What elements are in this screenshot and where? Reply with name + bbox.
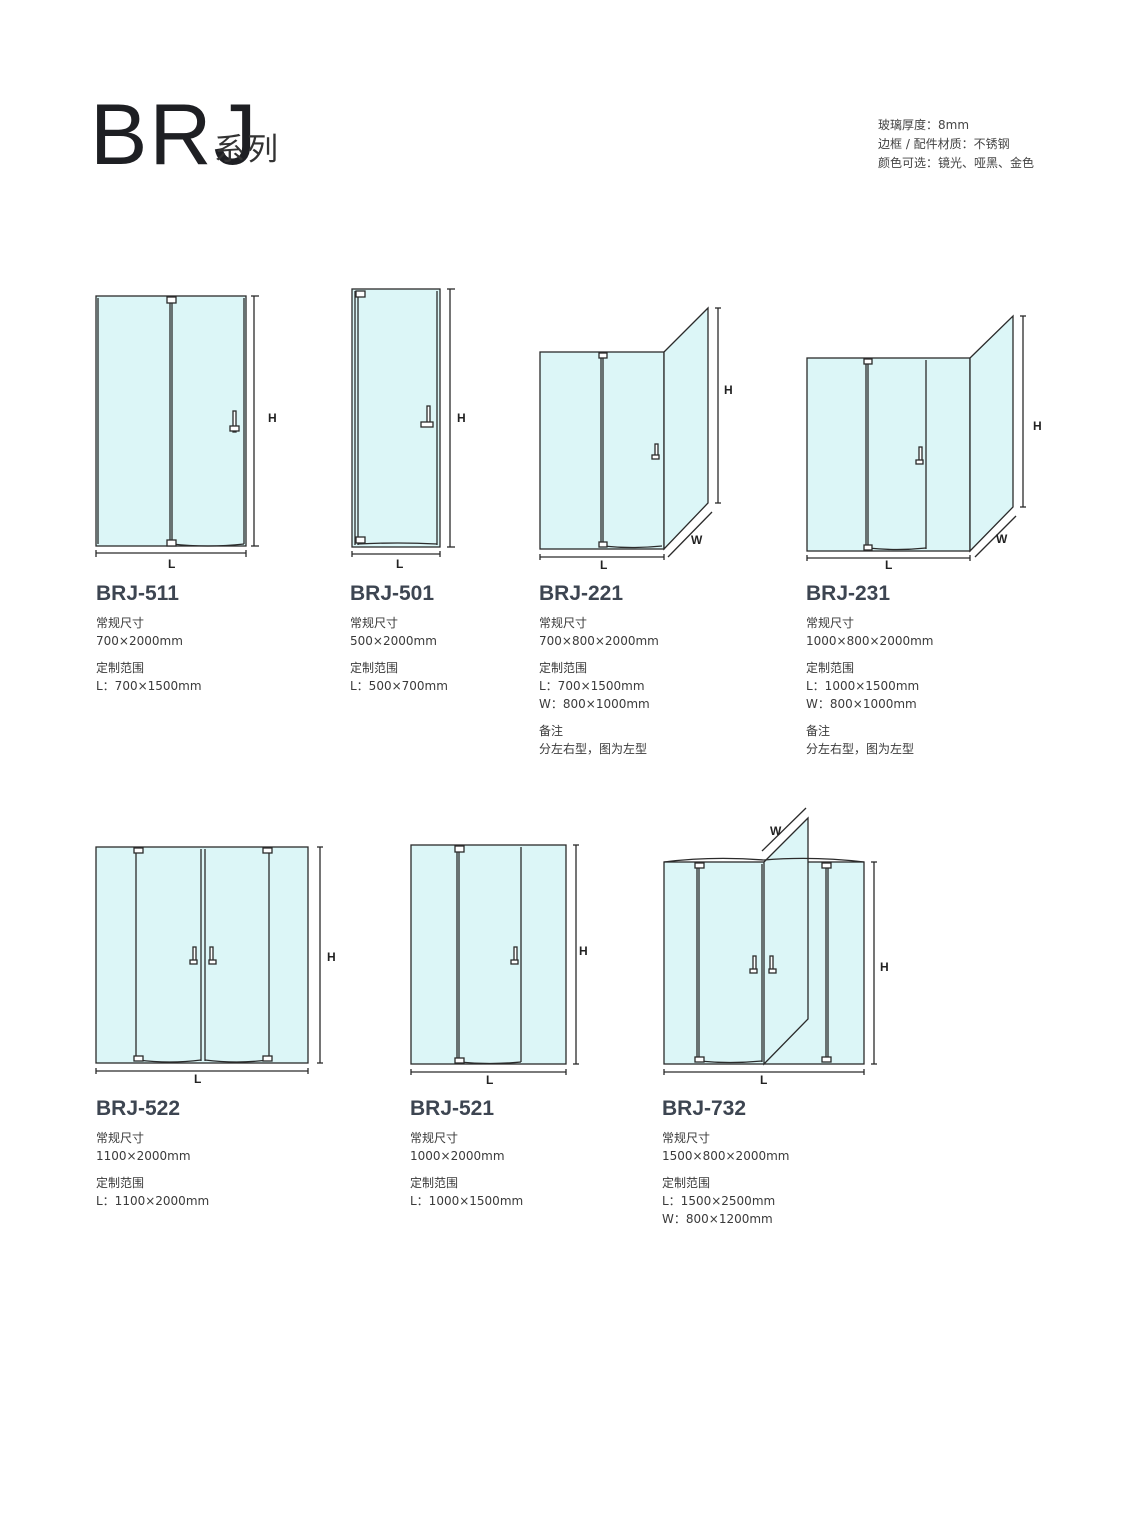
dim-l-231: L — [885, 558, 892, 572]
model-name: BRJ-511 — [96, 582, 179, 605]
standard-size-label: 常规尺寸 — [350, 616, 399, 630]
note-value: 分左右型，图为左型 — [539, 742, 648, 756]
product-brj-732: BRJ-732 常规尺寸 1500×800×2000mm 定制范围 L：1500… — [662, 1097, 892, 1228]
dim-h-511: H — [268, 411, 277, 425]
diagram-brj-511 — [95, 295, 259, 557]
dim-h-221: H — [724, 383, 733, 397]
custom-range-value: L：1000×1500mm — [410, 1194, 524, 1208]
custom-range-l: L：1000×1500mm — [806, 679, 920, 693]
diagram-brj-501 — [351, 288, 455, 557]
product-brj-501: BRJ-501 常规尺寸 500×2000mm 定制范围 L：500×700mm — [350, 582, 580, 695]
dim-h-522: H — [327, 950, 336, 964]
dim-l-522: L — [194, 1072, 201, 1086]
product-brj-522: BRJ-522 常规尺寸 1100×2000mm 定制范围 L：1100×200… — [96, 1097, 326, 1210]
note-value: 分左右型，图为左型 — [806, 742, 915, 756]
diagram-brj-732 — [663, 807, 877, 1075]
product-brj-221: BRJ-221 常规尺寸 700×800×2000mm 定制范围 L：700×1… — [539, 582, 769, 758]
dim-w-221: W — [691, 533, 703, 547]
series-subtitle: 系列 — [214, 132, 280, 168]
standard-size-value: 1500×800×2000mm — [662, 1149, 790, 1163]
dim-l-501: L — [396, 557, 403, 571]
dim-w-231: W — [996, 532, 1008, 546]
standard-size-label: 常规尺寸 — [662, 1131, 711, 1145]
note-label: 备注 — [806, 724, 831, 738]
custom-range-value: L：700×1500mm — [96, 679, 202, 693]
model-name: BRJ-732 — [662, 1097, 747, 1120]
standard-size-value: 1100×2000mm — [96, 1149, 191, 1163]
model-name: BRJ-501 — [350, 582, 435, 605]
model-name: BRJ-221 — [539, 582, 624, 605]
custom-range-w: W：800×1000mm — [539, 697, 650, 711]
spec-color-options: 颜色可选：镜光、哑黑、金色 — [878, 156, 1035, 170]
diagram-brj-521 — [410, 844, 579, 1075]
standard-size-label: 常规尺寸 — [96, 1131, 145, 1145]
model-name: BRJ-521 — [410, 1097, 495, 1120]
product-brj-521: BRJ-521 常规尺寸 1000×2000mm 定制范围 L：1000×150… — [410, 1097, 640, 1210]
standard-size-value: 1000×2000mm — [410, 1149, 505, 1163]
diagram-brj-221 — [539, 306, 721, 560]
standard-size-value: 1000×800×2000mm — [806, 634, 934, 648]
dim-l-732: L — [760, 1073, 767, 1087]
custom-range-label: 定制范围 — [96, 1176, 145, 1190]
note-label: 备注 — [539, 724, 564, 738]
custom-range-label: 定制范围 — [806, 661, 855, 675]
series-title: BRJ — [90, 87, 259, 183]
custom-range-l: L：700×1500mm — [539, 679, 645, 693]
custom-range-w: W：800×1200mm — [662, 1212, 773, 1226]
spec-list: 玻璃厚度：8mm 边框 / 配件材质：不锈钢 颜色可选：镜光、哑黑、金色 — [878, 116, 1034, 173]
custom-range-w: W：800×1000mm — [806, 697, 917, 711]
custom-range-l: L：1500×2500mm — [662, 1194, 776, 1208]
standard-size-value: 500×2000mm — [350, 634, 437, 648]
dim-h-521: H — [579, 944, 588, 958]
product-brj-511: BRJ-511 常规尺寸 700×2000mm 定制范围 L：700×1500m… — [96, 582, 326, 695]
dim-l-511: L — [168, 557, 175, 571]
product-brj-231: BRJ-231 常规尺寸 1000×800×2000mm 定制范围 L：1000… — [806, 582, 1036, 758]
standard-size-label: 常规尺寸 — [806, 616, 855, 630]
dim-w-732: W — [770, 824, 782, 838]
diagram-brj-522 — [95, 846, 323, 1074]
model-name: BRJ-231 — [806, 582, 891, 605]
standard-size-value: 700×2000mm — [96, 634, 183, 648]
model-name: BRJ-522 — [96, 1097, 181, 1120]
custom-range-label: 定制范围 — [539, 661, 588, 675]
standard-size-value: 700×800×2000mm — [539, 634, 659, 648]
dim-l-221: L — [600, 558, 607, 572]
standard-size-label: 常规尺寸 — [539, 616, 588, 630]
custom-range-label: 定制范围 — [96, 661, 145, 675]
custom-range-value: L：1100×2000mm — [96, 1194, 210, 1208]
dim-h-501: H — [457, 411, 466, 425]
dim-h-231: H — [1033, 419, 1042, 433]
dim-h-732: H — [880, 960, 889, 974]
standard-size-label: 常规尺寸 — [410, 1131, 459, 1145]
custom-range-value: L：500×700mm — [350, 679, 448, 693]
dim-l-521: L — [486, 1073, 493, 1087]
diagram-brj-231 — [806, 314, 1026, 561]
custom-range-label: 定制范围 — [350, 661, 399, 675]
custom-range-label: 定制范围 — [410, 1176, 459, 1190]
spec-frame-material: 边框 / 配件材质：不锈钢 — [878, 137, 1010, 151]
standard-size-label: 常规尺寸 — [96, 616, 145, 630]
custom-range-label: 定制范围 — [662, 1176, 711, 1190]
spec-glass-thickness: 玻璃厚度：8mm — [878, 118, 970, 132]
